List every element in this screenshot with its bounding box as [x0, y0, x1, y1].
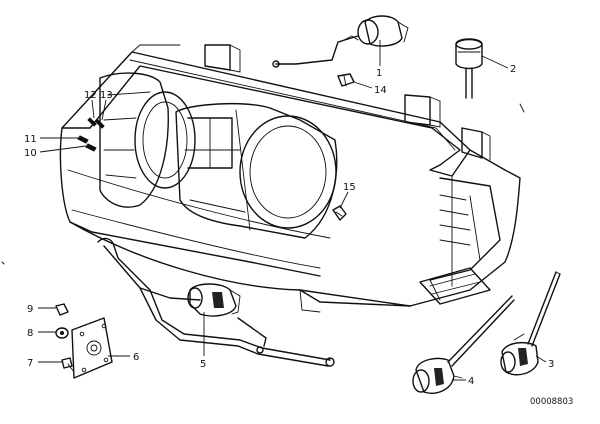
callout-15: 15	[343, 182, 356, 193]
parts-7-9-fasteners	[55, 303, 75, 373]
callout-12: 12	[84, 90, 97, 101]
callout-14: 14	[374, 85, 387, 96]
callout-4: 4	[468, 376, 474, 387]
callout-11: 11	[24, 134, 37, 145]
part-1-vacuum-actuator	[272, 15, 409, 68]
callout-10: 10	[24, 148, 37, 159]
heater-housing	[59, 44, 521, 313]
blower-assembly	[99, 72, 338, 239]
part-3-actuator	[500, 271, 561, 376]
part-5-linkage-actuator	[97, 237, 335, 367]
part-2-actuator	[455, 38, 483, 99]
stray-mark	[519, 103, 525, 113]
callout-13: 13	[100, 90, 113, 101]
part-4-actuator	[412, 295, 515, 394]
callout-8: 8	[27, 328, 33, 339]
callout-6: 6	[133, 352, 139, 363]
part-14-clip	[337, 73, 355, 87]
drawing-code: 00008803	[530, 397, 573, 407]
leader-lines	[38, 40, 547, 381]
part-15-clip	[332, 205, 347, 221]
part-6-mounting-plate	[71, 317, 113, 379]
parts-10-13-fasteners	[77, 117, 105, 152]
callout-3: 3	[548, 359, 554, 370]
callout-2: 2	[510, 64, 516, 75]
callout-9: 9	[27, 304, 33, 315]
callout-labels: 1 2 3 4 5 6 7 8 9 10 11 12 13 14 15 0000…	[24, 64, 573, 407]
callout-1: 1	[376, 68, 382, 79]
stray-mark	[1, 261, 5, 265]
callout-5: 5	[200, 359, 206, 370]
callout-7: 7	[27, 358, 33, 369]
